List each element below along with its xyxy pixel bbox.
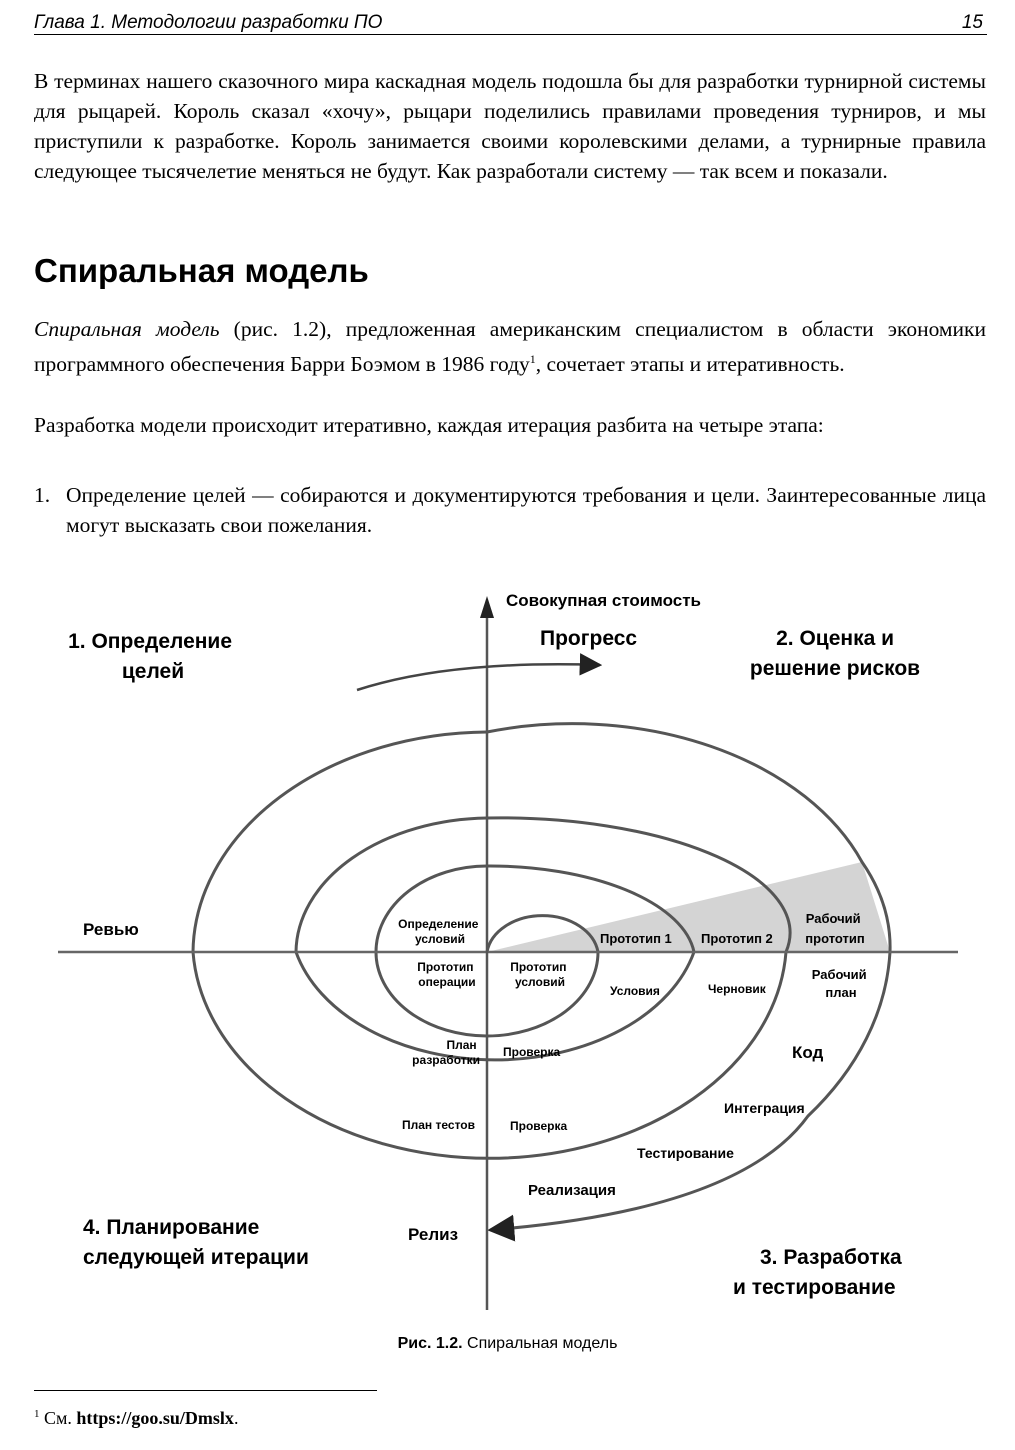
label-integraciya: Интеграция	[724, 1100, 805, 1116]
caption-text: Спиральная модель	[462, 1335, 618, 1352]
footnote-suffix: .	[233, 1408, 239, 1428]
spiral-ring-3	[191, 730, 792, 1160]
label-rabochiy-plan: Рабочий план	[812, 967, 871, 1000]
footnote-prefix: См.	[39, 1408, 77, 1428]
figure-caption: Рис. 1.2. Спиральная модель	[0, 1335, 1015, 1353]
paragraph-iterations: Разработка модели происходит итеративно,…	[34, 413, 824, 437]
spiral-model-diagram: Совокупная стоимость Прогресс 1. Определ…	[58, 591, 958, 1310]
spiral-ring-1	[374, 864, 600, 1038]
quadrant-2-label: 2. Оценка и решение рисков	[750, 627, 920, 680]
release-label: Релиз	[408, 1225, 458, 1244]
spiral-ring-outer	[486, 722, 892, 1242]
footnote-link[interactable]: https://goo.su/Dmslx	[76, 1408, 234, 1428]
footnote-ref[interactable]: 1	[529, 352, 536, 366]
running-head: Глава 1. Методологии разработки ПО 15	[34, 10, 987, 35]
label-proverka-1: Проверка	[503, 1045, 561, 1059]
label-usloviya: Условия	[610, 984, 660, 998]
label-plan-razrabotki: План разработки	[412, 1038, 480, 1067]
y-axis-label: Совокупная стоимость	[506, 591, 701, 610]
label-opredelenie-usloviy: Определение условий	[398, 917, 482, 946]
spiral-ring-2	[294, 816, 696, 1062]
label-proverka-2: Проверка	[510, 1119, 568, 1133]
quadrant-3-label: 3. Разработка и тестирование	[733, 1246, 908, 1299]
paragraph-text-a: (рис. 1.2), предложенная американским сп…	[34, 317, 986, 377]
paragraph-spiral-intro: Спиральная модель (рис. 1.2), предложенн…	[34, 314, 986, 379]
footnote: 1 См. https://goo.su/Dmslx.	[34, 1408, 238, 1429]
label-prototip-operacii: Прототип операции	[417, 960, 477, 989]
caption-label: Рис. 1.2.	[397, 1335, 463, 1352]
label-prototip-2: Прототип 2	[701, 931, 773, 946]
label-rabochiy-prototip: Рабочий прототип	[805, 911, 864, 946]
quadrant-1-label: 1. Определение целей	[68, 630, 238, 683]
page-number: 15	[961, 12, 983, 33]
quadrant-4-label: 4. Планирование следующей итерации	[83, 1216, 309, 1269]
footnote-number: 1	[34, 1408, 40, 1420]
label-plan-testov: План тестов	[402, 1118, 475, 1132]
chapter-title: Глава 1. Методологии разработки ПО	[34, 12, 383, 33]
term-spiral-model: Спиральная модель	[34, 317, 220, 341]
review-label: Ревью	[83, 920, 139, 939]
paragraph-waterfall: В терминах нашего сказочного мира каскад…	[34, 69, 986, 183]
label-kod: Код	[792, 1043, 824, 1062]
label-prototip-usloviy: Прототип условий	[510, 960, 570, 989]
section-title: Спиральная модель	[34, 252, 369, 289]
list-item: 1. Определение целей — собираются и доку…	[34, 480, 986, 540]
label-prototip-1: Прототип 1	[600, 931, 672, 946]
list-item-text: Определение целей — собираются и докумен…	[66, 483, 986, 537]
footnote-divider	[34, 1390, 377, 1391]
paragraph-text-b: , сочетает этапы и итеративность.	[535, 352, 845, 377]
progress-arrow	[356, 653, 603, 692]
progress-label: Прогресс	[540, 627, 637, 650]
list-item-number: 1.	[34, 483, 51, 507]
label-chernovik: Черновик	[708, 982, 767, 996]
y-axis-arrowhead	[480, 596, 494, 618]
label-realizaciya: Реализация	[528, 1182, 616, 1199]
label-testirovanie: Тестирование	[637, 1145, 734, 1161]
